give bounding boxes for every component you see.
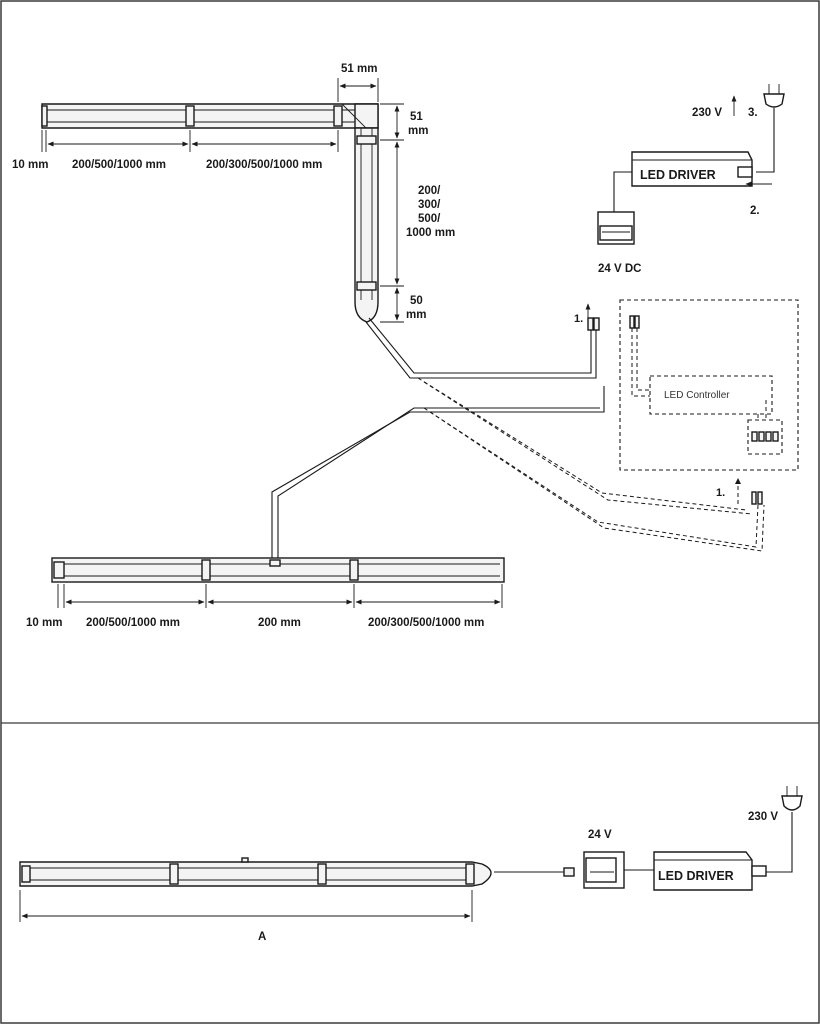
driver-label-top: LED DRIVER [640,168,716,182]
bottom-length-dimension: A [19,890,473,943]
step-1-lower: 1. [716,478,741,504]
dashed-cables [417,377,765,552]
bottom-driver-label: LED DRIVER [658,869,734,883]
corner-height-label-1: 51 [410,111,423,123]
bottom-power-supply: 24 V LED DRIVER 230 V [583,786,803,891]
dim-label-row2-a: 200/500/1000 mm [86,617,180,629]
dim-label-row2-10mm: 10 mm [26,617,62,629]
dc-label: 24 V DC [598,263,641,275]
dim-label-row2-c: 200/300/500/1000 mm [368,617,484,629]
corner-dimensions: 51 mm 51 mm 200/ 300/ 500/ 1000 mm 50 mm [337,63,455,323]
power-supply-top: 230 V 3. LED DRIVER 2. 24 V DC [597,84,785,275]
svg-text:1.: 1. [716,487,725,499]
end-cap-label-1: 50 [410,295,423,307]
vert-length-label-2: 300/ [418,199,441,211]
top-row-dimensions: 10 mm 200/500/1000 mm 200/300/500/1000 m… [12,130,339,171]
cable-l-profile [365,317,600,379]
step-2-label: 2. [750,205,760,217]
step-1-upper: 1. [574,303,591,330]
svg-text:1.: 1. [574,313,583,325]
controller-label: LED Controller [664,390,730,401]
bottom-power-label: 230 V [748,811,778,823]
bottom-voltage-label: 24 V [588,829,612,841]
bottom-profile [19,857,575,887]
vert-length-label-3: 500/ [418,213,441,225]
dim-label-row2-b: 200 mm [258,617,301,629]
vert-length-label-1: 200/ [418,185,441,197]
corner-width-label: 51 mm [341,63,377,75]
dim-label-10mm: 10 mm [12,159,48,171]
dim-label-row1-b: 200/300/500/1000 mm [206,159,322,171]
power-label-top: 230 V [692,107,722,119]
l-profile [41,103,379,323]
length-label-a: A [258,931,266,943]
straight-profile-top [51,386,605,583]
bottom-row-dimensions: 10 mm 200/500/1000 mm 200 mm 200/300/500… [26,584,503,629]
dim-label-row1-a: 200/500/1000 mm [72,159,166,171]
step-3-label: 3. [748,107,758,119]
vert-length-label-4: 1000 mm [406,227,455,239]
controller-area: LED Controller [619,299,799,471]
corner-height-label-2: mm [408,125,428,137]
end-cap-label-2: mm [406,309,426,321]
